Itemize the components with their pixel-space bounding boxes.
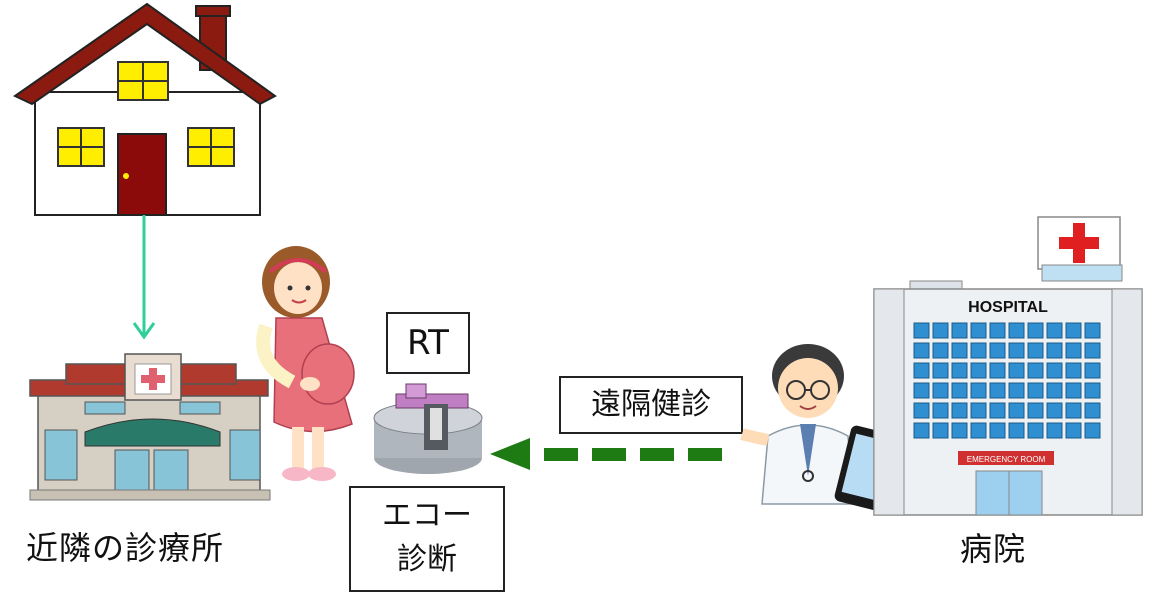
hospital-window <box>951 362 968 379</box>
echo-robot-icon <box>373 383 483 474</box>
rt-label: RT <box>407 323 449 363</box>
hospital-window <box>913 362 930 379</box>
hospital-window <box>1084 342 1101 359</box>
hospital-window <box>1046 382 1063 399</box>
hospital-window <box>1046 322 1063 339</box>
hospital-window <box>970 402 987 419</box>
hospital-window <box>913 422 930 439</box>
hospital-window <box>1008 422 1025 439</box>
echo-diagnosis-box: エコー 診断 <box>349 486 505 592</box>
hospital-window <box>970 362 987 379</box>
hospital-window <box>932 402 949 419</box>
hospital-window <box>989 362 1006 379</box>
hospital-window <box>913 382 930 399</box>
emergency-sign: EMERGENCY ROOM <box>967 455 1046 464</box>
remote-checkup-box: 遠隔健診 <box>559 376 743 434</box>
hospital-window <box>970 422 987 439</box>
clinic-caption: 近隣の診療所 <box>26 529 225 567</box>
hospital-window <box>1084 322 1101 339</box>
hospital-window <box>913 402 930 419</box>
hospital-window <box>932 342 949 359</box>
hospital-window <box>1027 342 1044 359</box>
hospital-window <box>1065 382 1082 399</box>
hospital-window <box>932 362 949 379</box>
hospital-window <box>932 382 949 399</box>
house-icon <box>13 2 277 216</box>
remote-checkup-arrow <box>490 438 722 470</box>
hospital-window <box>951 382 968 399</box>
hospital-window <box>951 422 968 439</box>
hospital-window <box>1008 402 1025 419</box>
hospital-sign: HOSPITAL <box>968 299 1048 316</box>
remote-checkup-label: 遠隔健診 <box>591 387 711 422</box>
hospital-window <box>970 342 987 359</box>
hospital-window <box>1046 402 1063 419</box>
hospital-caption: 病院 <box>960 530 1027 568</box>
hospital-window <box>1065 402 1082 419</box>
hospital-window <box>1008 342 1025 359</box>
pregnant-woman-icon <box>256 246 355 481</box>
hospital-window <box>1027 422 1044 439</box>
hospital-window <box>932 322 949 339</box>
hospital-window <box>1065 422 1082 439</box>
hospital-window <box>1008 362 1025 379</box>
hospital-window <box>1008 382 1025 399</box>
hospital-window <box>1027 362 1044 379</box>
hospital-window <box>970 382 987 399</box>
hospital-window <box>970 322 987 339</box>
hospital-window <box>1065 342 1082 359</box>
hospital-windows <box>913 322 1101 439</box>
hospital-window <box>951 322 968 339</box>
home-to-clinic-arrow <box>132 215 156 340</box>
hospital-window <box>989 342 1006 359</box>
clinic-building-icon <box>29 353 271 501</box>
hospital-window <box>1084 402 1101 419</box>
hospital-window <box>1027 402 1044 419</box>
hospital-window <box>1027 322 1044 339</box>
hospital-window <box>951 342 968 359</box>
hospital-window <box>1046 422 1063 439</box>
hospital-window <box>1008 322 1025 339</box>
hospital-window <box>989 322 1006 339</box>
hospital-window <box>951 402 968 419</box>
hospital-building-icon: HOSPITAL EMERGENCY ROOM <box>873 216 1143 516</box>
hospital-window <box>989 382 1006 399</box>
hospital-window <box>932 422 949 439</box>
hospital-window <box>1027 382 1044 399</box>
hospital-window <box>1084 362 1101 379</box>
hospital-window <box>1046 342 1063 359</box>
hospital-window <box>1065 362 1082 379</box>
rt-label-box: RT <box>386 312 470 374</box>
hospital-window <box>989 402 1006 419</box>
hospital-window <box>1046 362 1063 379</box>
echo-label-line1: エコー <box>382 498 472 533</box>
doctor-icon <box>740 344 855 505</box>
hospital-window <box>913 322 930 339</box>
echo-label-line2: 診断 <box>397 542 457 577</box>
hospital-window <box>989 422 1006 439</box>
hospital-window <box>1084 422 1101 439</box>
hospital-window <box>1084 382 1101 399</box>
hospital-window <box>1065 322 1082 339</box>
hospital-window <box>913 342 930 359</box>
